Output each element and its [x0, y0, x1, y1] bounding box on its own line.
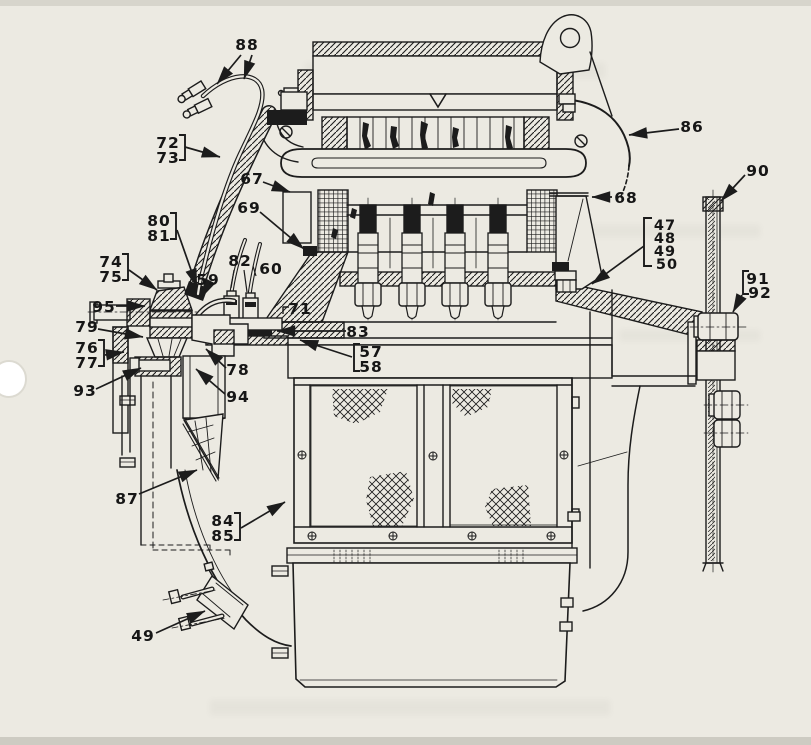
leader-88b [243, 54, 256, 80]
leader-91-92 [732, 293, 747, 313]
callout-58: 58 [359, 358, 383, 376]
callout-47: 47 [654, 218, 676, 234]
bracket-57-58 [353, 343, 360, 372]
callout-85: 85 [211, 527, 235, 545]
callout-68: 68 [614, 189, 638, 207]
callout-81: 81 [147, 227, 171, 245]
leader-72-73 [184, 146, 221, 158]
leader-88a [216, 54, 242, 85]
callout-57: 57 [359, 343, 383, 361]
leader-59 [201, 278, 216, 298]
air-transfer-tube [258, 119, 587, 178]
callout-83: 83 [346, 323, 370, 341]
callout-80: 80 [147, 212, 171, 230]
punch-hole [0, 360, 27, 398]
scan-edge-bottom [0, 737, 811, 745]
leader-57-58 [299, 339, 353, 358]
callout-77: 77 [75, 354, 99, 372]
leader-74-75 [128, 269, 158, 291]
cable-terminal [182, 97, 213, 119]
cable-terminal [177, 80, 207, 104]
bracket-72-73 [179, 134, 186, 161]
callout-71: 71 [288, 300, 312, 318]
callout-86: 86 [680, 118, 704, 136]
callout-94: 94 [226, 388, 250, 406]
callout-50: 50 [656, 257, 678, 273]
leader-69 [259, 211, 305, 250]
bracket-76-77 [98, 339, 105, 367]
callout-49: 49 [654, 244, 676, 260]
bracket-47-50 [643, 217, 652, 267]
callout-93: 93 [73, 382, 97, 400]
leader-76-77 [104, 349, 125, 361]
callout-91: 91 [746, 270, 770, 288]
callout-59: 59 [196, 271, 220, 289]
leader-60 [252, 265, 257, 277]
control-cable [558, 93, 631, 197]
end-housing [549, 192, 703, 612]
callout-60: 60 [259, 260, 283, 278]
leader-86 [628, 127, 680, 139]
callout-95: 95 [92, 298, 116, 316]
callout-67: 67 [240, 170, 264, 188]
leader-94 [195, 368, 226, 395]
callout-87: 87 [115, 490, 139, 508]
callout-88: 88 [235, 36, 259, 54]
scan-edge-top [0, 0, 811, 6]
leader-84-85 [240, 501, 286, 529]
callout-75: 75 [99, 268, 123, 286]
lifting-eye [539, 14, 613, 117]
cylinder-head [282, 189, 582, 321]
callout-73: 73 [156, 149, 180, 167]
leader-82a [230, 269, 235, 289]
leader-80-81 [176, 229, 198, 288]
callout-49-lower: 49 [131, 627, 155, 645]
callout-69: 69 [237, 199, 261, 217]
callout-76: 76 [75, 339, 99, 357]
leader-78 [205, 348, 227, 369]
callout-72: 72 [156, 134, 180, 152]
mounting-plate [689, 189, 749, 573]
leader-87 [138, 469, 198, 495]
crankcase [287, 289, 613, 569]
leader-90 [720, 174, 746, 202]
oil-pan [271, 511, 581, 688]
callout-82: 82 [228, 252, 252, 270]
leader-82b [243, 269, 248, 293]
leader-93 [95, 367, 142, 390]
leader-47-50 [591, 245, 645, 285]
bracket-74-75 [122, 253, 129, 281]
callouts: 88 72 73 67 69 80 81 74 75 95 79 76 77 9… [73, 36, 772, 645]
callout-92: 92 [748, 284, 772, 302]
panel-bolts [297, 450, 569, 541]
callout-84: 84 [211, 512, 235, 530]
callout-78: 78 [226, 361, 250, 379]
callout-90: 90 [746, 162, 770, 180]
callout-79: 79 [75, 318, 99, 336]
leader-79 [97, 328, 144, 340]
leader-67 [262, 180, 291, 193]
paint-smudges [362, 121, 513, 150]
callout-numbers: 88 72 73 67 69 80 81 74 75 95 79 76 77 9… [73, 36, 772, 645]
leader-49 [155, 610, 206, 634]
bracket-80-81 [170, 212, 177, 240]
bracket-84-85 [234, 512, 241, 541]
leader-71 [282, 306, 289, 314]
air-silencer [277, 41, 574, 121]
callout-74: 74 [99, 253, 123, 271]
leader-lines [95, 54, 747, 634]
lattice-bracket [182, 413, 224, 482]
cooling-fins [279, 116, 588, 154]
mount-bracket [162, 561, 249, 632]
bracket-91-92 [742, 270, 749, 295]
callout-brackets [98, 134, 749, 541]
machine-drawing [87, 14, 749, 688]
callout-48: 48 [654, 231, 676, 247]
